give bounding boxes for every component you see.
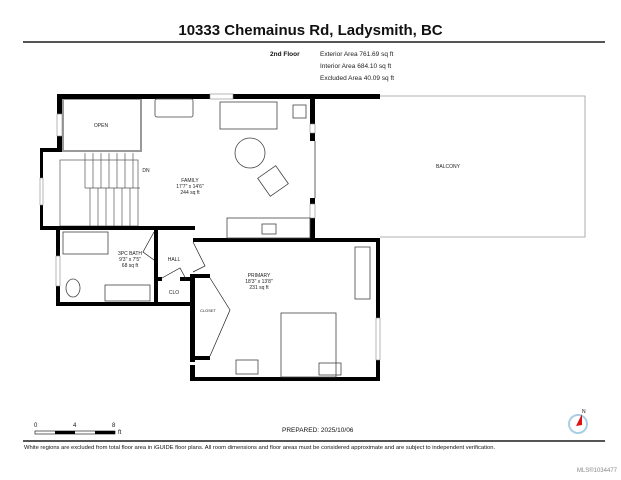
room-family-dims: 17'7" x 14'6" — [176, 184, 204, 190]
furniture — [62, 98, 371, 378]
room-hall-name: HALL — [168, 257, 181, 263]
room-primary-area: 231 sq ft — [249, 285, 269, 291]
room-clo-name: CLO — [169, 290, 179, 296]
interior-area: Interior Area 684.10 sq ft — [320, 63, 392, 70]
scale-tick-8: 8 — [112, 423, 116, 429]
wardrobe — [354, 246, 371, 300]
toilet — [65, 278, 81, 298]
scale-tick-4: 4 — [73, 423, 77, 429]
sofa — [219, 101, 278, 130]
side-table — [292, 104, 307, 119]
room-primary-dims: 18'3" x 13'8" — [245, 279, 273, 285]
floor-label: 2nd Floor — [270, 51, 300, 58]
room-family-area: 244 sq ft — [180, 190, 200, 196]
armchair — [257, 165, 289, 197]
walls — [40, 94, 380, 381]
round-table — [234, 137, 266, 169]
sink — [261, 223, 277, 235]
room-bath-dims: 9'3" x 7'5" — [119, 257, 141, 263]
room-balcony-name: BALCONY — [436, 164, 461, 170]
doors — [142, 141, 316, 357]
room-primary-name: PRIMARY — [248, 273, 271, 279]
excluded-area: Excluded Area 40.09 sq ft — [320, 75, 395, 82]
bed — [280, 312, 337, 378]
prepared-date: PREPARED: 2025/10/06 — [282, 427, 354, 434]
room-open-name: OPEN — [94, 123, 109, 129]
exterior-area: Exterior Area 761.69 sq ft — [320, 51, 394, 58]
stairs-down-label: DN — [142, 168, 150, 174]
scale-unit: ft — [118, 430, 122, 436]
mls-number: MLS®1034477 — [576, 468, 617, 474]
desk — [154, 98, 194, 118]
room-closet-name: CLOSET — [200, 308, 217, 313]
nightstand-left — [235, 359, 259, 375]
page-title: 10333 Chemainus Rd, Ladysmith, BC — [178, 22, 443, 39]
scale-bar — [34, 430, 116, 435]
vanity — [104, 284, 151, 302]
balcony-outline — [380, 95, 586, 238]
stairs — [59, 153, 140, 227]
room-bath-area: 68 sq ft — [122, 263, 139, 269]
windows — [39, 93, 381, 361]
counter — [226, 217, 311, 239]
scale-tick-0: 0 — [34, 423, 38, 429]
compass-north-label: N — [582, 409, 586, 415]
room-family-name: FAMILY — [181, 178, 199, 184]
header-divider — [23, 41, 605, 43]
room-bath-name: 3PC BATH — [118, 251, 142, 257]
nightstand-right — [318, 362, 342, 376]
footer-divider — [23, 440, 605, 442]
bathtub — [62, 231, 109, 255]
compass-icon — [568, 414, 588, 434]
disclaimer: White regions are excluded from total fl… — [24, 445, 496, 451]
